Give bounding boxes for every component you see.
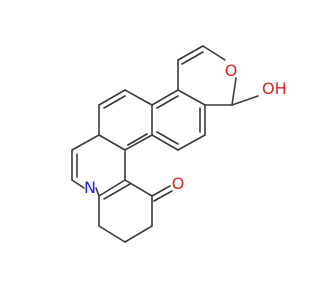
bond	[151, 89, 179, 106]
bond	[98, 179, 126, 197]
hydroxyl-label: OH	[262, 79, 287, 98]
bond	[177, 45, 204, 61]
bond-lines	[71, 45, 259, 243]
bond	[124, 179, 153, 197]
bond	[156, 95, 179, 109]
bond	[151, 134, 179, 151]
ketone-oxygen-label: O	[172, 174, 185, 193]
bond	[231, 95, 259, 106]
bond	[98, 225, 126, 243]
ring-oxygen-label: O	[225, 61, 238, 80]
bond	[177, 89, 206, 106]
bond	[156, 131, 179, 145]
molecule-diagram: N O O OH	[71, 45, 287, 243]
bond	[98, 89, 126, 106]
bond	[98, 134, 126, 151]
bond	[124, 89, 153, 106]
bond	[177, 134, 206, 151]
nitrogen-label: N	[84, 178, 96, 197]
bond	[124, 134, 153, 151]
bond	[124, 225, 153, 243]
bond	[71, 179, 85, 189]
bond	[202, 45, 226, 61]
bond	[151, 185, 171, 197]
bond	[181, 51, 204, 65]
bond	[127, 133, 148, 146]
bond	[153, 190, 173, 202]
bond	[71, 134, 100, 151]
bond	[103, 183, 131, 200]
structure-drawing: N O O OH	[71, 45, 287, 243]
bond	[103, 95, 126, 109]
bond	[95, 187, 100, 197]
bond	[231, 77, 237, 106]
